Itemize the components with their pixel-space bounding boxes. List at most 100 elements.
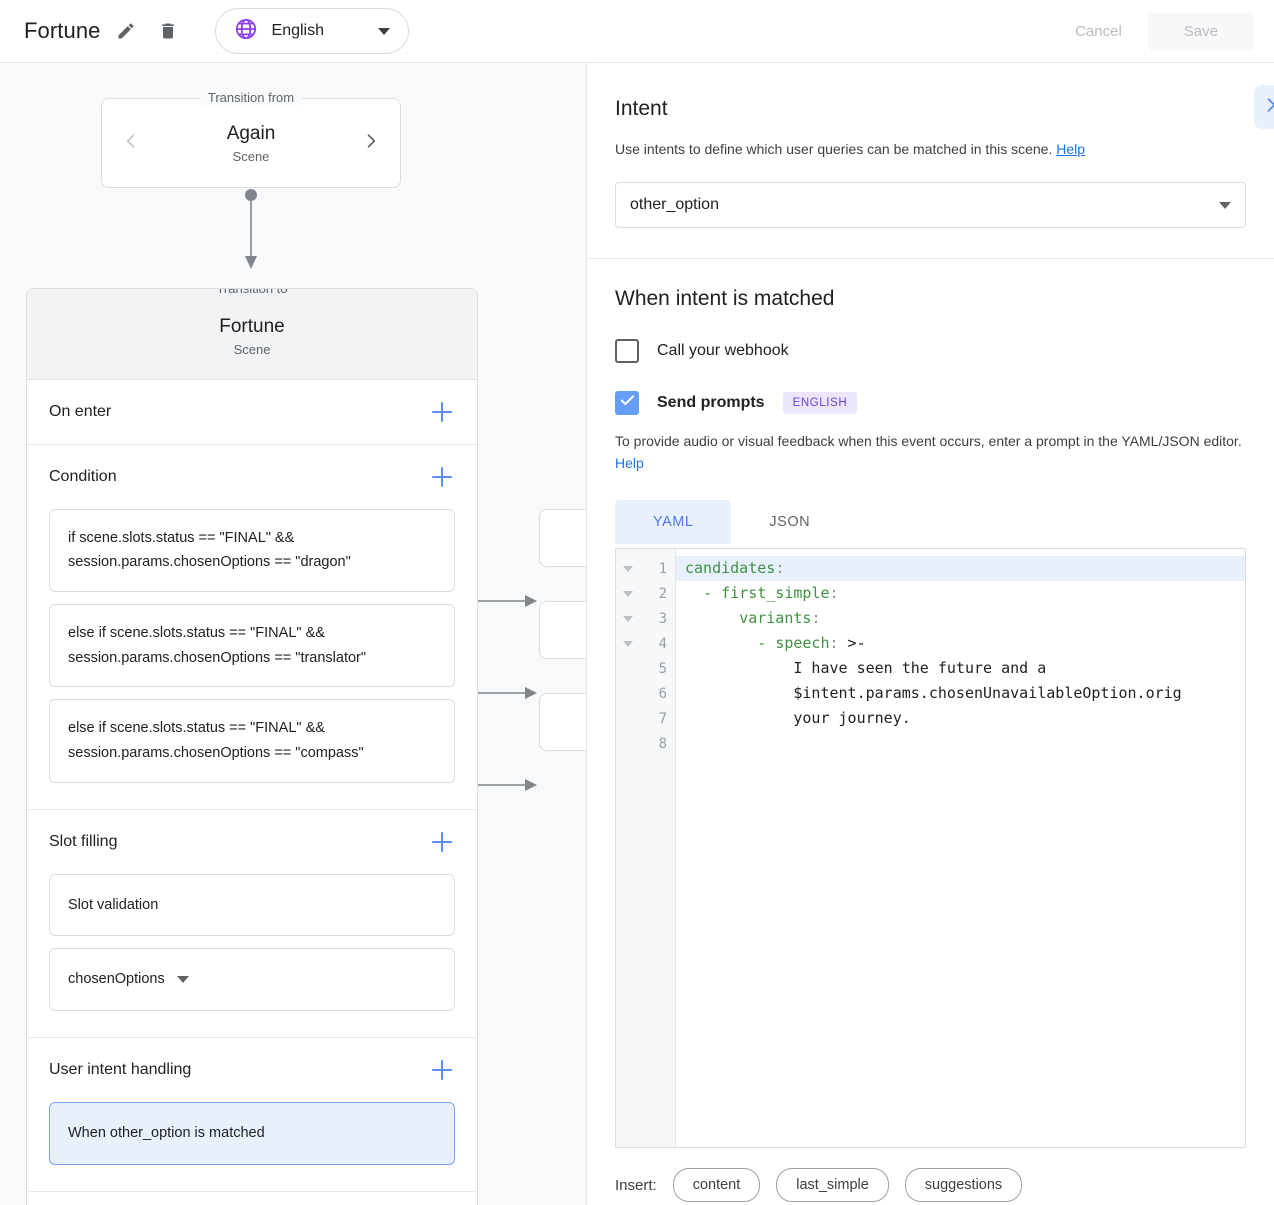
user-intent-handling-title: User intent handling — [49, 1060, 192, 1078]
language-selector[interactable]: English — [214, 8, 409, 54]
insert-chip-suggestions[interactable]: suggestions — [904, 1168, 1023, 1203]
transition-from-card[interactable]: Transition from Again Scene — [101, 90, 401, 188]
insert-chip-content[interactable]: content — [672, 1168, 761, 1203]
call-webhook-row[interactable]: Call your webhook — [615, 339, 1246, 363]
fold-arrow-icon[interactable] — [623, 615, 633, 622]
code-line: - first_simple: — [703, 584, 839, 603]
insert-label: Insert: — [615, 1176, 657, 1194]
transition-to-name: Fortune — [219, 316, 285, 337]
language-label: English — [271, 22, 325, 39]
top-bar-actions: Cancel Save — [1053, 12, 1274, 50]
cancel-button[interactable]: Cancel — [1053, 13, 1144, 50]
next-transition-button[interactable] — [358, 130, 384, 156]
fold-arrow-icon[interactable] — [623, 565, 633, 572]
code-line: your journey. — [685, 709, 911, 728]
send-prompts-checkbox[interactable] — [615, 391, 639, 415]
code-line: - speech: >- — [757, 634, 866, 653]
transition-from-legend: Transition from — [199, 90, 303, 105]
previous-transition-button[interactable] — [118, 130, 144, 156]
call-webhook-label: Call your webhook — [657, 342, 789, 359]
delete-button[interactable] — [151, 14, 185, 48]
section-condition: Condition if scene.slots.status == "FINA… — [27, 445, 477, 810]
transition-to-legend: Transition to — [208, 288, 296, 296]
condition-target-card-1[interactable] — [539, 509, 586, 567]
editor-gutter: 1 2 3 4 5 6 7 8 — [616, 549, 676, 1148]
code-line: I have seen the future and a — [685, 659, 1047, 678]
add-user-intent-button[interactable] — [429, 1057, 455, 1083]
intent-section: Intent Use intents to define which user … — [587, 63, 1274, 259]
slot-validation-item[interactable]: Slot validation — [49, 873, 455, 937]
intent-select[interactable]: other_option — [615, 182, 1246, 228]
save-button[interactable]: Save — [1147, 12, 1254, 50]
section-on-enter: On enter — [27, 380, 477, 445]
condition-item[interactable]: else if scene.slots.status == "FINAL" &&… — [49, 604, 455, 688]
transition-to-type: Scene — [233, 341, 271, 357]
prompt-editor-help-link[interactable]: Help — [615, 454, 644, 471]
globe-icon — [234, 17, 258, 46]
line-number: 3 — [658, 610, 667, 627]
transition-from-type: Scene — [232, 148, 270, 164]
line-number: 6 — [658, 685, 667, 702]
add-on-enter-button[interactable] — [429, 399, 455, 425]
condition-title: Condition — [49, 467, 117, 485]
expand-panel-button[interactable] — [1254, 85, 1274, 129]
user-intent-item[interactable]: When other_option is matched — [49, 1101, 455, 1165]
tab-json[interactable]: JSON — [769, 514, 811, 531]
condition-target-card-3[interactable] — [539, 693, 586, 751]
code-editor[interactable]: 1 2 3 4 5 6 7 8 candidates: - first_simp… — [615, 548, 1246, 1149]
check-icon — [619, 392, 636, 414]
section-slot-filling: Slot filling Slot validation chosenOptio… — [27, 810, 477, 1038]
gutter-line: 3 — [616, 606, 675, 631]
code-line: variants: — [739, 609, 821, 628]
when-intent-matched-heading: When intent is matched — [615, 287, 835, 310]
code-line: $intent.params.chosenUnavailableOption.o… — [685, 684, 1182, 703]
gutter-line: 6 — [616, 681, 675, 706]
trash-icon — [158, 21, 178, 41]
slot-filling-title: Slot filling — [49, 832, 118, 850]
condition-target-card-2[interactable] — [539, 601, 586, 659]
line-number: 4 — [658, 635, 667, 652]
fold-arrow-icon[interactable] — [623, 590, 633, 597]
editor-format-tabs: YAML JSON — [615, 500, 1246, 545]
code-line — [676, 731, 1245, 756]
gutter-line: 8 — [616, 731, 675, 756]
prompt-editor-hint-text: To provide audio or visual feedback when… — [615, 433, 1242, 449]
section-error-status-handling: Error and status handling — [27, 1192, 477, 1205]
chevron-down-icon — [377, 27, 390, 35]
slot-name-label: chosenOptions — [68, 971, 165, 988]
language-badge: ENGLISH — [782, 392, 858, 414]
chevron-left-icon — [121, 131, 141, 156]
intent-description: Use intents to define which user queries… — [615, 139, 1246, 160]
gutter-line: 4 — [616, 631, 675, 656]
send-prompts-row[interactable]: Send prompts ENGLISH — [615, 391, 1246, 415]
line-number: 5 — [658, 660, 667, 677]
call-webhook-checkbox[interactable] — [615, 339, 639, 363]
page-title: Fortune — [24, 18, 101, 43]
condition-item[interactable]: if scene.slots.status == "FINAL" && sess… — [49, 508, 455, 593]
insert-snippets-row: Insert: content last_simple suggestions — [615, 1168, 1246, 1203]
scene-graph-panel: Transition from Again Scene — [0, 63, 586, 1205]
intent-detail-panel: Intent Use intents to define which user … — [586, 63, 1274, 1205]
gutter-line: 1 — [616, 556, 675, 581]
editor-code-area[interactable]: candidates: - first_simple: variants: - … — [676, 549, 1245, 1147]
intent-help-link[interactable]: Help — [1056, 141, 1086, 157]
fold-arrow-icon[interactable] — [623, 640, 633, 647]
pencil-icon — [116, 21, 136, 41]
insert-chip-last-simple[interactable]: last_simple — [776, 1168, 889, 1203]
scene-card: Transition to Fortune Scene On enter Con… — [26, 288, 478, 1205]
transition-to-header: Transition to Fortune Scene — [27, 288, 477, 380]
line-number: 8 — [658, 735, 667, 752]
intent-heading: Intent — [615, 97, 668, 120]
chevron-down-icon — [1219, 201, 1231, 209]
add-slot-button[interactable] — [429, 829, 455, 855]
tab-yaml[interactable]: YAML — [615, 500, 732, 545]
on-enter-title: On enter — [49, 402, 112, 420]
prompt-editor-hint: To provide audio or visual feedback when… — [615, 431, 1245, 474]
edit-name-button[interactable] — [109, 14, 143, 48]
add-condition-button[interactable] — [429, 464, 455, 490]
intent-select-value: other_option — [630, 196, 719, 213]
slot-item[interactable]: chosenOptions — [49, 948, 455, 1011]
line-number: 7 — [658, 710, 667, 727]
line-number: 2 — [658, 585, 667, 602]
condition-item[interactable]: else if scene.slots.status == "FINAL" &&… — [49, 699, 455, 783]
